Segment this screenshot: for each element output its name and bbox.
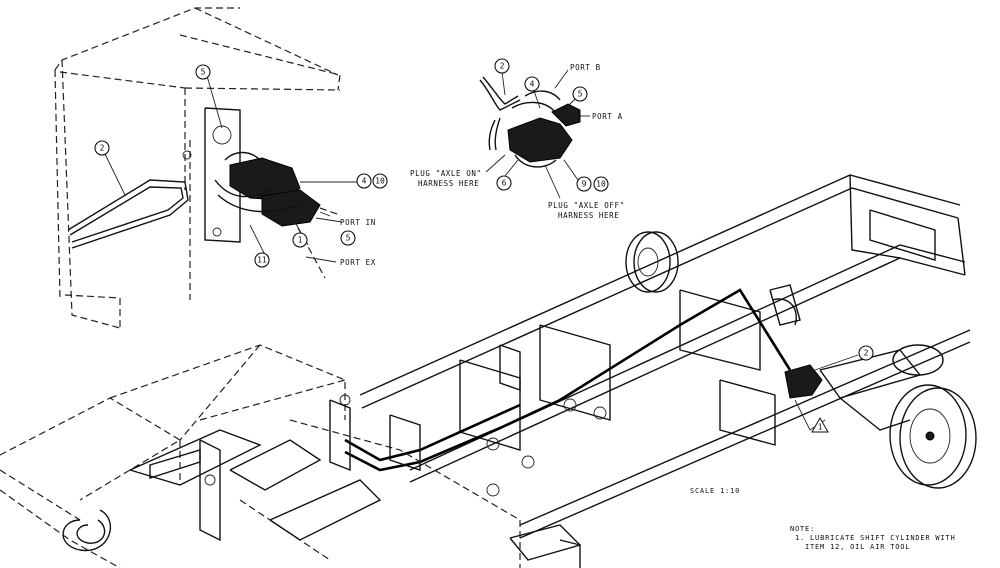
svg-text:11: 11 — [257, 256, 267, 265]
label-port-b: PORT B — [570, 63, 601, 72]
svg-text:9: 9 — [582, 180, 587, 189]
label-plug-axle-on: PLUG "AXLE ON" — [410, 169, 482, 178]
callout-balloon: 2 — [858, 345, 874, 361]
note-reference-triangle: 1 — [811, 416, 829, 433]
svg-text:5: 5 — [201, 68, 206, 77]
callout-balloon: 5 — [195, 64, 211, 80]
callout-balloon: 1 — [292, 232, 308, 248]
svg-text:6: 6 — [502, 179, 507, 188]
note-line-2: ITEM 12, OIL AIR TOOL — [805, 543, 910, 551]
svg-text:2: 2 — [864, 349, 869, 358]
label-port-ex: PORT EX — [340, 258, 376, 267]
callout-balloon: 5 — [340, 230, 356, 246]
rear-axle-assembly — [625, 231, 977, 489]
callout-balloon: 2 — [94, 140, 110, 156]
callout-balloon: 6 — [496, 175, 512, 191]
callout-balloon: 4 — [356, 173, 372, 189]
callout-balloon: 10 — [593, 176, 609, 192]
label-plug-axle-on-harness: HARNESS HERE — [418, 179, 479, 188]
svg-text:5: 5 — [346, 234, 351, 243]
svg-text:5: 5 — [578, 90, 583, 99]
svg-text:2: 2 — [100, 144, 105, 153]
detail-view-valve-ports — [479, 69, 590, 199]
note-title: NOTE: — [790, 525, 815, 533]
label-plug-axle-off: PLUG "AXLE OFF" — [548, 201, 625, 210]
callout-balloon: 4 — [524, 76, 540, 92]
note-line-1: 1. LUBRICATE SHIFT CYLINDER WITH — [795, 534, 955, 542]
svg-text:10: 10 — [596, 180, 606, 189]
callout-balloon: 11 — [254, 252, 270, 268]
label-port-in: PORT IN — [340, 218, 376, 227]
label-plug-axle-off-harness: HARNESS HERE — [558, 211, 619, 220]
callout-balloon: 10 — [372, 173, 388, 189]
chassis-frame — [0, 174, 971, 568]
svg-text:1: 1 — [298, 236, 303, 245]
svg-text:10: 10 — [375, 177, 385, 186]
svg-text:4: 4 — [530, 80, 535, 89]
svg-text:2: 2 — [500, 62, 505, 71]
callout-balloon: 2 — [494, 58, 510, 74]
callouts-detail-left: 5 2 4 10 5 1 11 — [94, 64, 388, 268]
callouts-detail-center: 2 4 5 6 9 10 — [494, 58, 609, 192]
label-port-a: PORT A — [592, 112, 623, 121]
scale-label: SCALE 1:10 — [690, 487, 740, 495]
svg-text:4: 4 — [362, 177, 367, 186]
callout-balloon: 5 — [572, 86, 588, 102]
detail-view-valve-mount — [54, 7, 358, 329]
callout-balloon: 9 — [576, 176, 592, 192]
svg-text:1: 1 — [818, 423, 823, 432]
